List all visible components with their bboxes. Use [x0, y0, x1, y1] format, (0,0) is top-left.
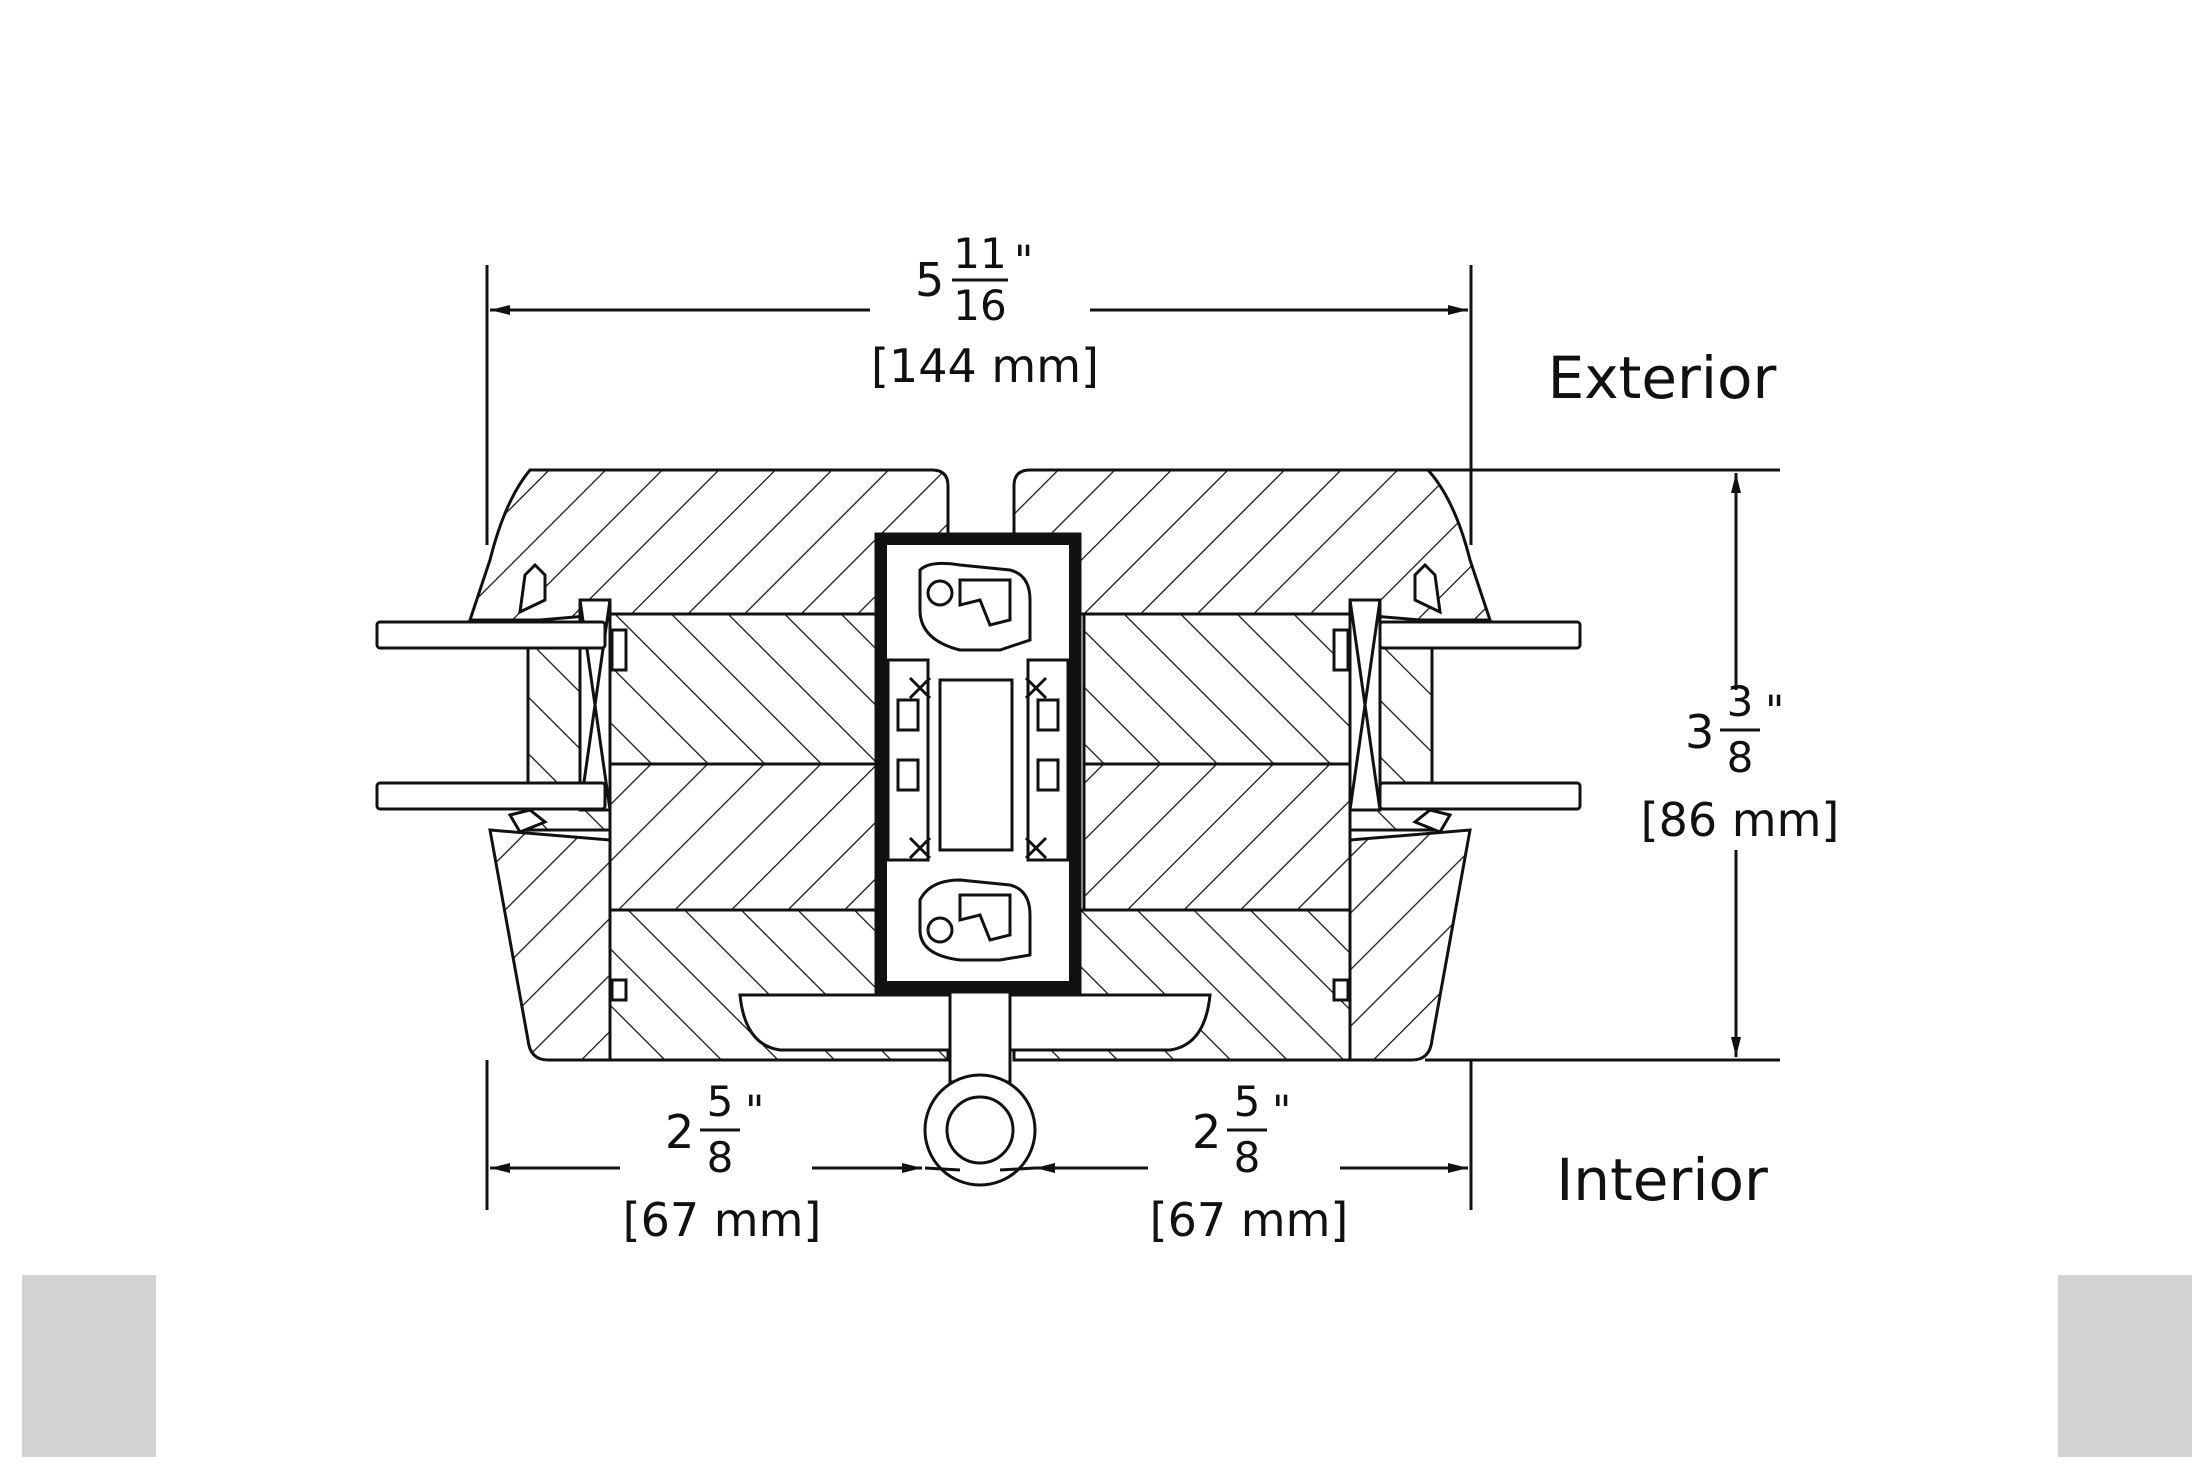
right-width-dimension: 2 5 8 " [67 mm] [1150, 1077, 1349, 1247]
corner-tab-right [2058, 1275, 2192, 1457]
height-dimension: 3 3 8 " [86 mm] [1641, 677, 1840, 847]
height-denominator: 8 [1727, 733, 1754, 782]
corner-tab-left [22, 1275, 156, 1457]
panel-rails [375, 620, 1582, 811]
interior-label: Interior [1556, 1146, 1768, 1214]
overall-width-unit: " [1014, 236, 1033, 285]
left-width-unit: " [745, 1086, 764, 1135]
right-width-whole: 2 [1192, 1105, 1221, 1159]
left-width-denominator: 8 [707, 1133, 734, 1182]
right-width-metric: [67 mm] [1150, 1193, 1349, 1247]
height-metric: [86 mm] [1641, 793, 1840, 847]
overall-width-whole: 5 [915, 253, 944, 307]
height-unit: " [1765, 686, 1784, 735]
center-extrusion [874, 532, 1082, 994]
overall-width-dimension: 5 11 16 " [144 mm] [871, 229, 1099, 393]
left-width-numerator: 5 [707, 1077, 734, 1126]
left-width-dimension: 2 5 8 " [67 mm] [623, 1077, 822, 1247]
exterior-label: Exterior [1548, 344, 1777, 412]
overall-width-metric: [144 mm] [871, 339, 1099, 393]
interior-slot [738, 990, 1212, 1187]
height-whole: 3 [1685, 705, 1714, 759]
left-width-metric: [67 mm] [623, 1193, 822, 1247]
overall-width-numerator: 11 [953, 229, 1006, 278]
right-width-unit: " [1272, 1086, 1291, 1135]
dimension-lines [485, 265, 1780, 1210]
right-width-numerator: 5 [1234, 1077, 1261, 1126]
right-width-denominator: 8 [1234, 1133, 1261, 1182]
height-numerator: 3 [1727, 677, 1754, 726]
left-post [467, 468, 950, 1062]
overall-width-denominator: 16 [953, 281, 1006, 330]
left-width-whole: 2 [665, 1105, 694, 1159]
right-post [1012, 468, 1493, 1062]
